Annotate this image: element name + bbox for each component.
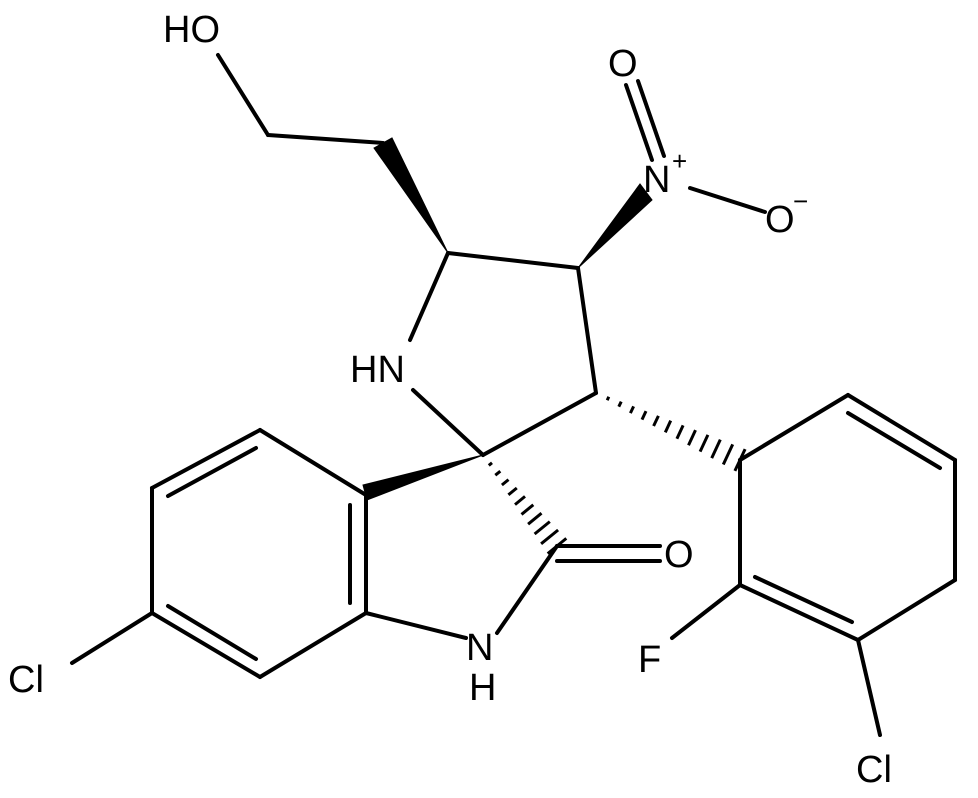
label-nitro-o-top: O xyxy=(608,43,638,85)
bond-n-o-double-b xyxy=(636,79,666,158)
bond-ar5-ar6 xyxy=(738,583,860,642)
label-indoline-h: H xyxy=(469,667,496,709)
bond-ar6-f xyxy=(670,583,742,640)
wedge-c5-chain xyxy=(373,137,449,254)
label-nitro-n-charge: + xyxy=(672,146,687,176)
label-ho: HO xyxy=(163,9,220,51)
bond-c4-c3 xyxy=(576,266,598,395)
bond-ar4-ar5 xyxy=(856,578,957,642)
label-indoline-n: N xyxy=(466,627,493,669)
bond-n-o-double-a xyxy=(624,83,654,162)
bond-c7-c7a xyxy=(258,611,368,679)
bond-n-o-single xyxy=(688,186,767,214)
bond-c4-c5 xyxy=(150,428,262,490)
label-carbonyl-o: O xyxy=(664,534,694,576)
bond-c2-n1 xyxy=(411,388,485,457)
label-nitro-o-minus: O xyxy=(765,199,795,241)
bond-n1-c5 xyxy=(408,251,450,342)
label-nitro-o-charge: − xyxy=(793,186,808,216)
bond-c5-c4 xyxy=(446,251,580,270)
label-cl-bottom: Cl xyxy=(856,749,892,791)
hash-spiro-carbonyl xyxy=(487,461,568,555)
bond-ar5-cl xyxy=(856,638,882,737)
label-cl-left: Cl xyxy=(8,659,44,701)
bond-o-ch2 xyxy=(216,53,270,137)
bond-carbonyl-n xyxy=(495,544,559,635)
label-f: F xyxy=(638,639,661,681)
bond-ch2-ch2 xyxy=(266,133,385,145)
label-nitro-n: N xyxy=(643,159,670,201)
bond-c6-cl xyxy=(70,611,154,665)
wedge-spiro-aromatic xyxy=(362,454,484,501)
bond-n-c7a xyxy=(364,611,468,640)
bond-c4-c5-inner xyxy=(166,446,258,498)
bond-c6-c7-inner xyxy=(166,604,258,661)
bond-ar2-ar3-inner xyxy=(846,411,942,470)
bond-ar5-ar6-inner xyxy=(753,575,854,624)
bond-c3a-c4 xyxy=(258,428,368,497)
hash-c3-aryl xyxy=(605,396,747,472)
bond-c6-c7 xyxy=(150,611,262,679)
bond-c3-c2 xyxy=(481,391,598,457)
bond-ar1-ar2 xyxy=(738,393,850,462)
wedge-c4-nitro xyxy=(577,183,653,269)
bond-ar2-ar3 xyxy=(846,393,957,462)
label-pyrrolidine-nh: HN xyxy=(350,349,405,391)
